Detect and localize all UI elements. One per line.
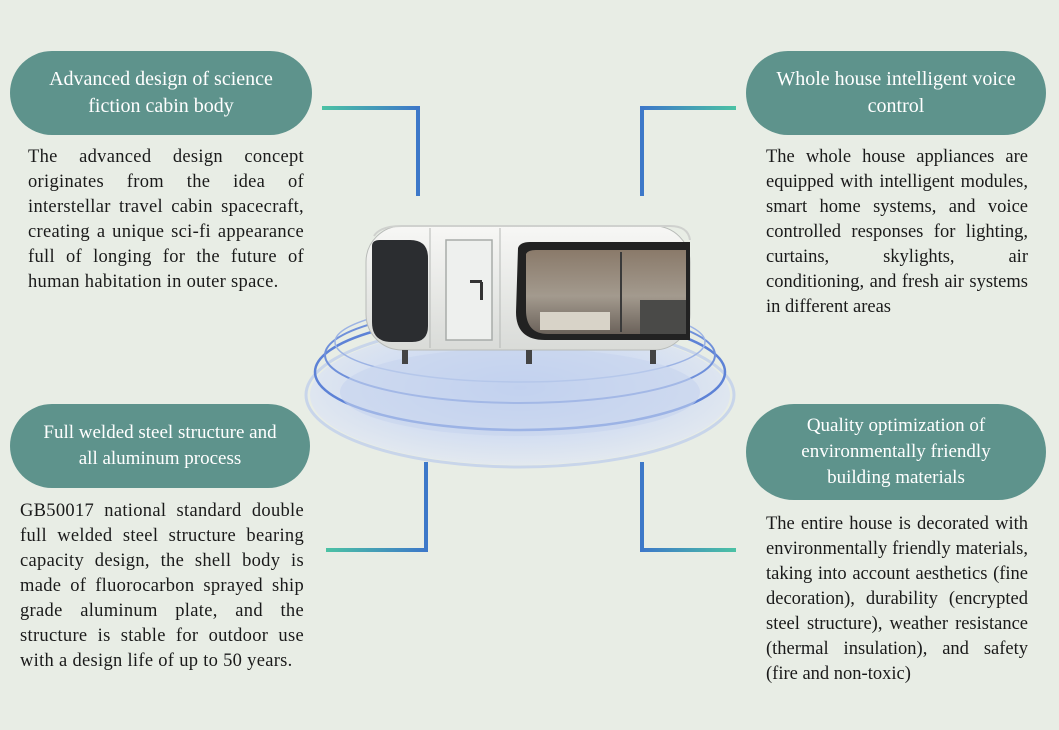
connector-top-right [640, 106, 736, 196]
feature-description-eco-materials: The entire house is decorated with envir… [766, 514, 1028, 684]
feature-description-voice-control: The whole house appliances are equipped … [766, 147, 1028, 317]
feature-title-eco-materials: Quality optimization of environmentally … [746, 404, 1046, 500]
feature-title-text: Advanced design of science fiction cabin… [49, 68, 273, 117]
feature-description-steel-structure: GB50017 national standard double full we… [20, 501, 304, 671]
feature-title-text: Full welded steel structure and all alum… [43, 422, 277, 469]
feature-title-text: Quality optimization of environmentally … [801, 415, 991, 488]
feature-title-text: Whole house intelligent voice control [776, 68, 1016, 117]
feature-title-voice-control: Whole house intelligent voice control [746, 51, 1046, 135]
connector-bottom-left [326, 462, 428, 552]
feature-title-sci-fi-cabin: Advanced design of science fiction cabin… [10, 51, 312, 135]
connector-top-left [322, 106, 420, 196]
capsule-house [365, 225, 691, 364]
feature-description-sci-fi-cabin: The advanced design concept originates f… [28, 147, 304, 292]
feature-title-steel-structure: Full welded steel structure and all alum… [10, 404, 310, 488]
connector-bottom-right [640, 462, 736, 552]
